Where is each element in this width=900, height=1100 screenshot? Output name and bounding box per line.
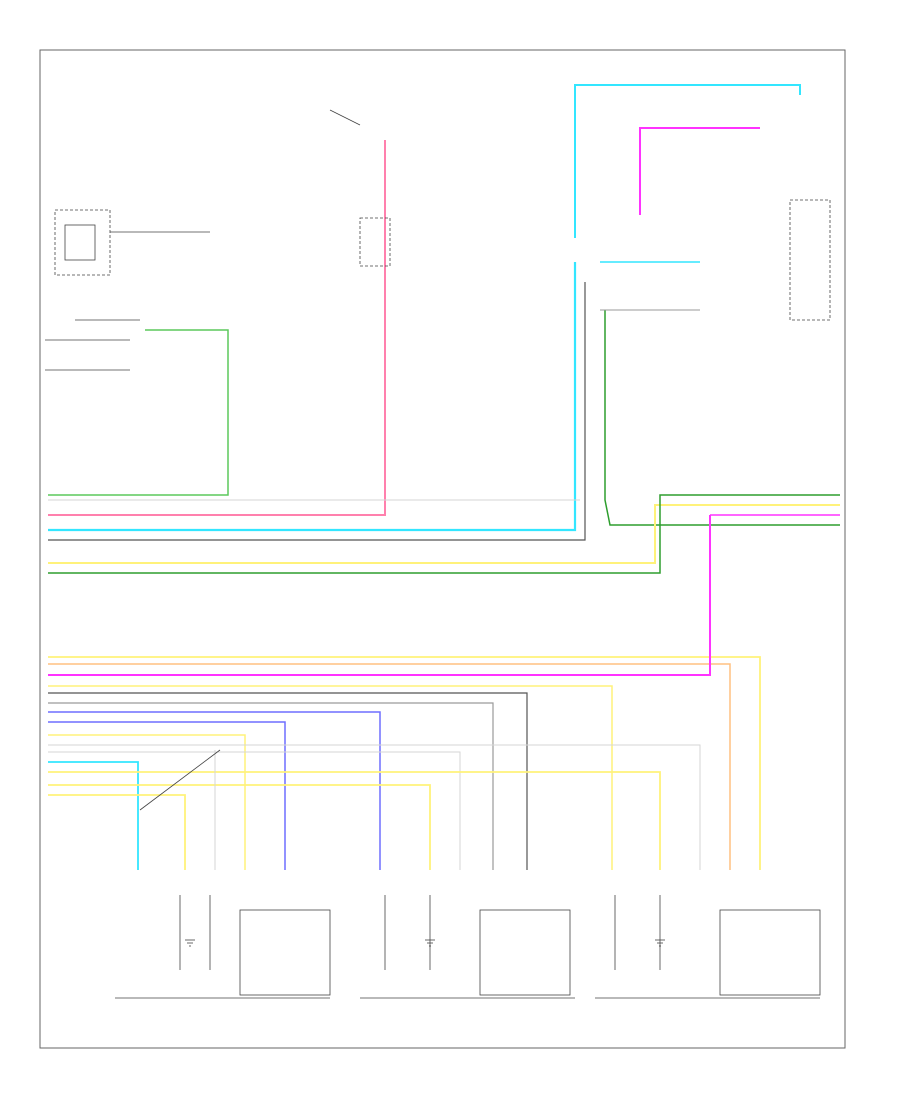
dkgreen-right-wire bbox=[604, 310, 840, 526]
ground-symbol-2 bbox=[425, 939, 435, 947]
diagram-border bbox=[39, 49, 846, 1049]
ignition-switch-contact bbox=[329, 109, 361, 126]
yellow-harness-2 bbox=[48, 685, 613, 870]
lightgray-harness-2 bbox=[48, 751, 461, 870]
magenta-blower-wire bbox=[639, 127, 760, 215]
blue-harness-2 bbox=[48, 721, 286, 870]
gray-harness-1 bbox=[48, 692, 528, 870]
passenger-actuator-box bbox=[479, 909, 571, 996]
green-bus-wire bbox=[48, 494, 840, 574]
compressor-relay-coil bbox=[64, 224, 96, 261]
ground-symbol-3 bbox=[655, 939, 665, 947]
gray-harness-2 bbox=[48, 702, 494, 870]
pink-feed-wire bbox=[48, 140, 386, 516]
peach-harness bbox=[48, 663, 731, 870]
lightgray-harness-1 bbox=[48, 744, 701, 870]
magenta-harness bbox=[48, 515, 711, 676]
fuse-block-box bbox=[359, 217, 391, 267]
cyan-harness bbox=[48, 761, 139, 870]
compressor-relay-box bbox=[54, 209, 111, 276]
splice-leader-line bbox=[139, 749, 221, 811]
mode-actuator-box bbox=[719, 909, 821, 996]
green-compressor-wire bbox=[48, 329, 229, 496]
yellow-bus-wire bbox=[48, 504, 840, 564]
blower-control-module-box bbox=[789, 199, 831, 321]
cyan-blower-wire-top bbox=[574, 84, 801, 238]
components bbox=[45, 109, 831, 999]
yellow-harness-5 bbox=[48, 784, 431, 870]
wires bbox=[48, 84, 840, 870]
yellow-harness-4 bbox=[48, 771, 661, 870]
cyan-main-wire bbox=[48, 262, 577, 532]
gray-bus-wire bbox=[48, 282, 586, 541]
yellow-harness-6 bbox=[48, 794, 186, 870]
driver-actuator-box bbox=[239, 909, 331, 996]
blue-harness-1 bbox=[48, 711, 381, 870]
ground-symbol-1 bbox=[185, 939, 195, 947]
yellow-harness-1 bbox=[48, 656, 761, 870]
yellow-harness-3 bbox=[48, 734, 246, 870]
